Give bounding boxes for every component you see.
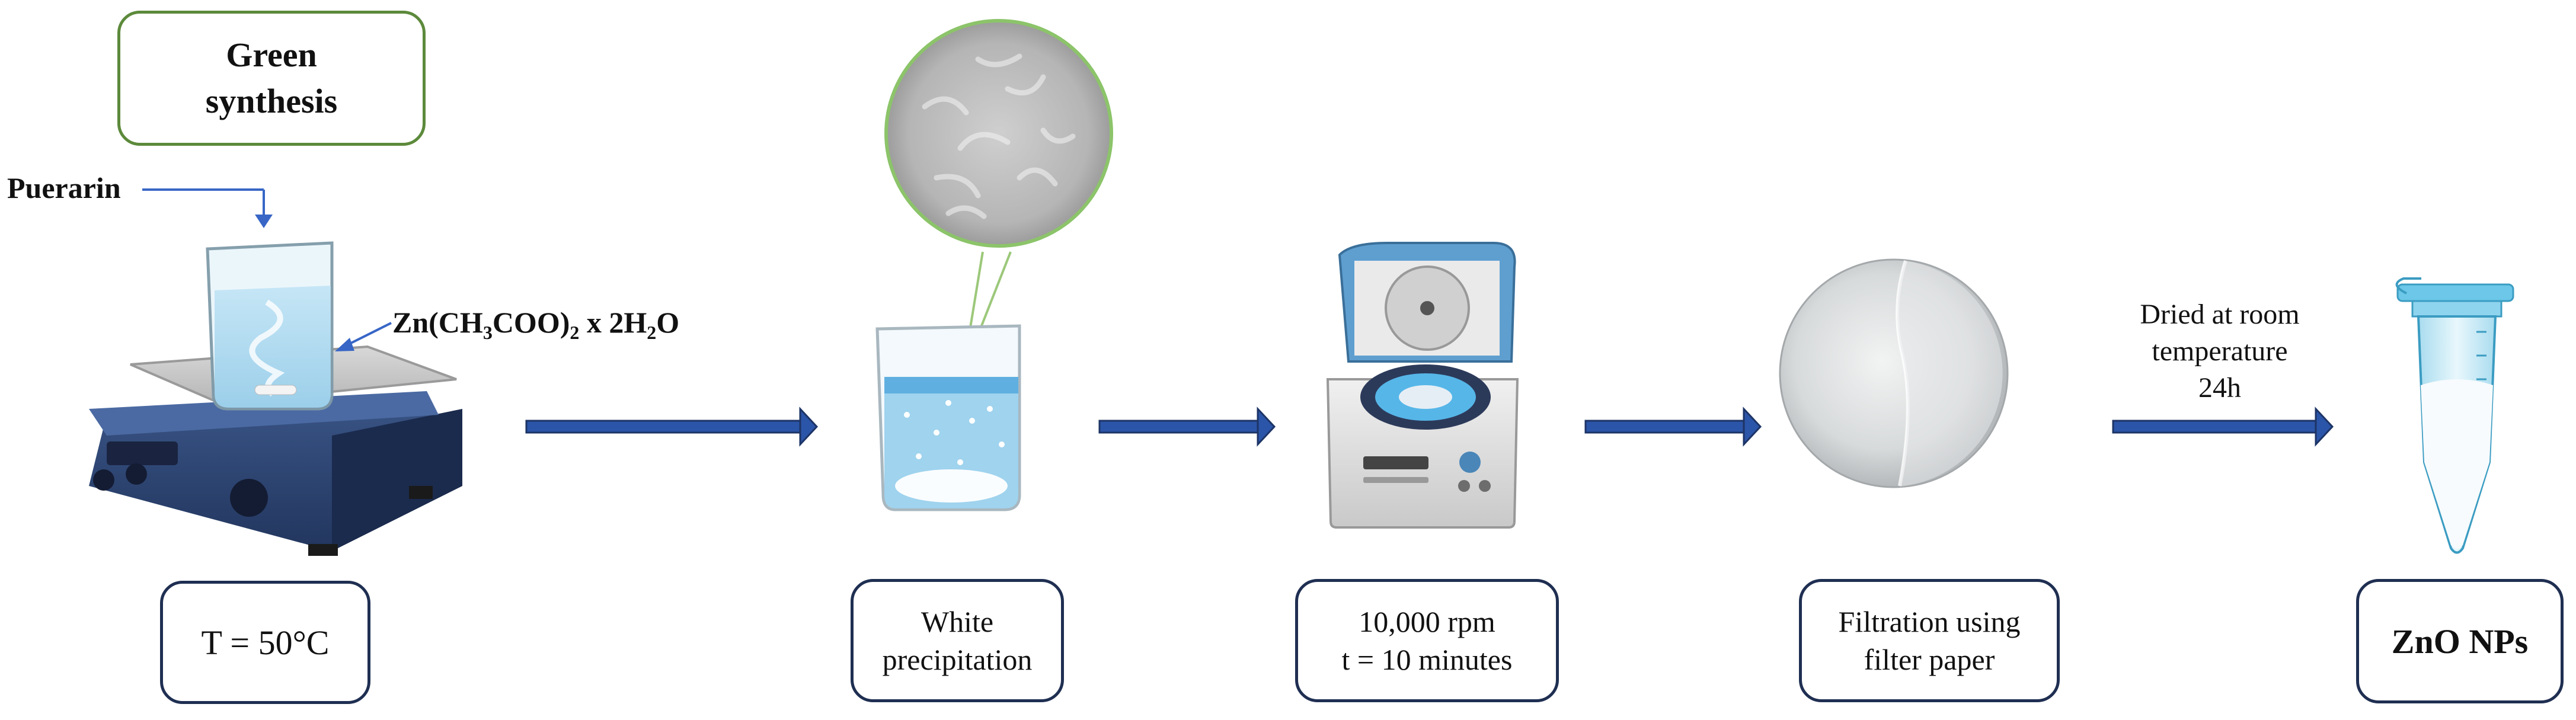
flow-arrow	[2112, 407, 2334, 447]
zinc-formula-part: Zn(CH	[392, 306, 483, 339]
precipitate-zoom-icon	[884, 19, 1113, 335]
step-box-centrifuge: 10,000 rpm t = 10 minutes	[1295, 579, 1559, 702]
step-box-precipitation: White precipitation	[851, 579, 1064, 702]
zinc-formula-sub: 2	[570, 322, 580, 343]
step-2-line-2: precipitation	[882, 643, 1033, 676]
step-4-line-1: Filtration using	[1838, 605, 2021, 638]
zinc-formula-part: O	[656, 306, 680, 339]
step-box-filtration: Filtration using filter paper	[1799, 579, 2060, 702]
flow-arrow	[525, 407, 819, 447]
microtube-icon	[2395, 277, 2514, 554]
drying-line-3: 24h	[2198, 372, 2241, 404]
step-box-temperature: T = 50°C	[160, 581, 370, 704]
flow-arrow	[1584, 407, 1762, 447]
beaker-precipitate-icon	[875, 324, 1021, 511]
puerarin-arrow	[142, 188, 273, 228]
zinc-acetate-arrow	[335, 322, 392, 351]
flow-arrow	[1098, 407, 1276, 447]
zinc-acetate-label: Zn(CH3COO)2 x 2H2O	[392, 305, 679, 344]
green-synthesis-header: Green synthesis	[117, 11, 426, 146]
step-box-product: ZnO NPs	[2356, 579, 2564, 703]
step-3-line-2: t = 10 minutes	[1341, 643, 1513, 676]
header-line-1: Green	[226, 36, 317, 74]
centrifuge-icon	[1326, 242, 1519, 529]
zinc-formula-part: COO)	[492, 306, 570, 339]
puerarin-label: Puerarin	[7, 171, 121, 204]
header-line-2: synthesis	[205, 82, 338, 120]
filter-paper-icon	[1779, 258, 2009, 488]
drying-label: Dried at room temperature 24h	[2119, 296, 2321, 407]
step-2-line-1: White	[921, 605, 994, 638]
drying-line-2: temperature	[2152, 335, 2288, 367]
step-1-line-1: T = 50°C	[201, 623, 330, 662]
zinc-formula-sub: 2	[647, 322, 657, 343]
step-4-line-2: filter paper	[1864, 643, 1995, 676]
beaker-with-solution-icon	[206, 241, 334, 411]
zinc-formula-part: x 2H	[579, 306, 647, 339]
drying-line-1: Dried at room	[2140, 299, 2300, 330]
step-5-line-1: ZnO NPs	[2391, 622, 2529, 661]
step-3-line-1: 10,000 rpm	[1359, 605, 1495, 638]
zinc-formula-sub: 3	[482, 322, 493, 343]
